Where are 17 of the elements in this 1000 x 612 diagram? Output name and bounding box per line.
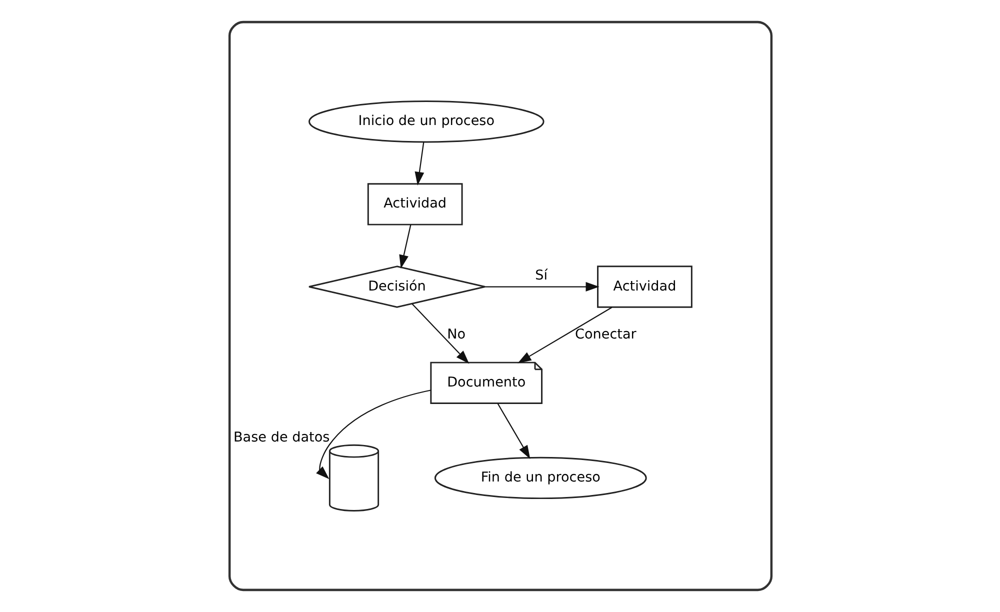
arrow	[496, 403, 530, 459]
node-ellipse: Fin de un proceso	[434, 456, 646, 500]
node-box: Actividad	[596, 266, 692, 308]
node-box: Actividad	[366, 183, 462, 226]
cluster	[228, 20, 772, 592]
arrow	[484, 282, 599, 292]
arrow	[411, 303, 469, 364]
arrow	[316, 390, 430, 480]
node-ellipse: Inicio de un proceso	[308, 100, 544, 143]
node-diamond: Decisión	[308, 266, 486, 308]
edge-label: Conectar	[574, 326, 636, 342]
node-label: Base de datos	[233, 429, 330, 446]
edge-label: Sí	[534, 268, 547, 284]
arrow	[398, 224, 411, 269]
arrow	[517, 306, 612, 364]
edge-label: No	[446, 326, 466, 342]
arrow	[414, 142, 424, 186]
